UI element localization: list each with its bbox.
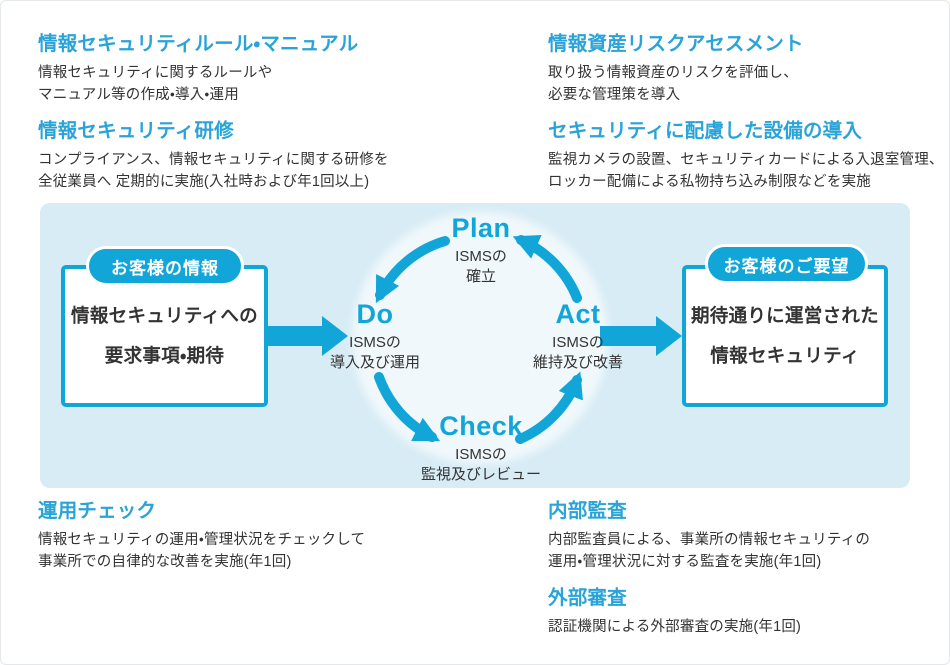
cycle-arrow-plan-to-do <box>375 236 450 304</box>
cycle-arrow-do-to-check <box>374 372 441 442</box>
section-body: 内部監査員による、事業所の情報セキュリティの 運用・管理状況に対する監査を実施(… <box>548 532 871 570</box>
section-body: 監視カメラの設置、セキュリティカードによる入退室管理、 ロッカー配備による私物持… <box>548 152 944 190</box>
pdca-band: お客様の情報 情報セキュリティへの 要求事項・期待 お客様のご要望 期待通りに運… <box>40 203 910 488</box>
pdca-act-label: Act <box>555 299 601 329</box>
section-title: セキュリティに配慮した設備の導入 <box>548 120 863 142</box>
section-body: 認証機関による外部審査の実施(年1回) <box>548 619 802 635</box>
section-title: 情報資産リスクアセスメント <box>548 33 804 55</box>
section-body: 取り扱う情報資産のリスクを評価し、 必要な管理策を導入 <box>548 65 798 103</box>
pdca-plan-desc: ISMSの 確立 <box>455 248 507 285</box>
customer-requirements-box: 情報セキュリティへの 要求事項・期待 <box>61 265 268 407</box>
section-training: 情報セキュリティ研修 コンプライアンス、情報セキュリティに関する研修を 全従業員… <box>38 119 389 193</box>
section-rules-manual: 情報セキュリティルール・マニュアル 情報セキュリティに関するルールや マニュアル… <box>38 32 389 106</box>
cycle-circle-background <box>352 212 608 464</box>
section-bottom-right: 内部監査 内部監査員による、事業所の情報セキュリティの 運用・管理状況に対する監… <box>548 499 870 638</box>
section-bottom-left: 運用チェック 情報セキュリティの運用・管理状況をチェックして 事業所での自律的な… <box>38 499 365 573</box>
customer-request-badge: お客様のご要望 <box>705 244 868 284</box>
section-top-left: 情報セキュリティルール・マニュアル 情報セキュリティに関するルールや マニュアル… <box>38 32 389 193</box>
pdca-do-desc: ISMSの 導入及び運用 <box>329 334 421 371</box>
section-operation-check: 運用チェック 情報セキュリティの運用・管理状況をチェックして 事業所での自律的な… <box>38 499 365 573</box>
cycle-arrow-act-to-plan <box>512 234 582 303</box>
pdca-do-label: Do <box>356 299 394 329</box>
section-facilities: セキュリティに配慮した設備の導入 監視カメラの設置、セキュリティカードによる入退… <box>548 119 944 193</box>
section-title: 内部監査 <box>548 500 627 522</box>
section-risk-assessment: 情報資産リスクアセスメント 取り扱う情報資産のリスクを評価し、 必要な管理策を導… <box>548 32 944 106</box>
section-external-audit: 外部審査 認証機関による外部審査の実施(年1回) <box>548 586 870 638</box>
section-body: 情報セキュリティに関するルールや マニュアル等の作成・導入・運用 <box>38 65 273 103</box>
section-top-right: 情報資産リスクアセスメント 取り扱う情報資産のリスクを評価し、 必要な管理策を導… <box>548 32 944 193</box>
pdca-check-label: Check <box>439 411 523 441</box>
section-internal-audit: 内部監査 内部監査員による、事業所の情報セキュリティの 運用・管理状況に対する監… <box>548 499 870 573</box>
section-title: 情報セキュリティ研修 <box>38 120 234 142</box>
pdca-act-desc: ISMSの 維持及び改善 <box>532 334 624 371</box>
pdca-check-desc: ISMSの 監視及びレビュー <box>420 446 542 483</box>
pdca-plan-label: Plan <box>451 213 511 243</box>
section-title: 運用チェック <box>38 500 157 522</box>
section-body: コンプライアンス、情報セキュリティに関する研修を 全従業員へ 定期的に実施(入社… <box>38 152 389 190</box>
pdca-cycle-graphic <box>268 212 682 464</box>
section-title: 情報セキュリティルール・マニュアル <box>38 33 359 55</box>
cycle-arrow-check-to-act <box>515 371 583 444</box>
section-title: 外部審査 <box>548 587 627 609</box>
section-body: 情報セキュリティの運用・管理状況をチェックして 事業所での自律的な改善を実施(年… <box>38 532 366 570</box>
delivered-security-box: 期待通りに運営された 情報セキュリティ <box>682 265 888 407</box>
customer-info-badge: お客様の情報 <box>86 246 244 286</box>
output-arrow <box>600 316 682 356</box>
input-arrow <box>268 316 348 356</box>
